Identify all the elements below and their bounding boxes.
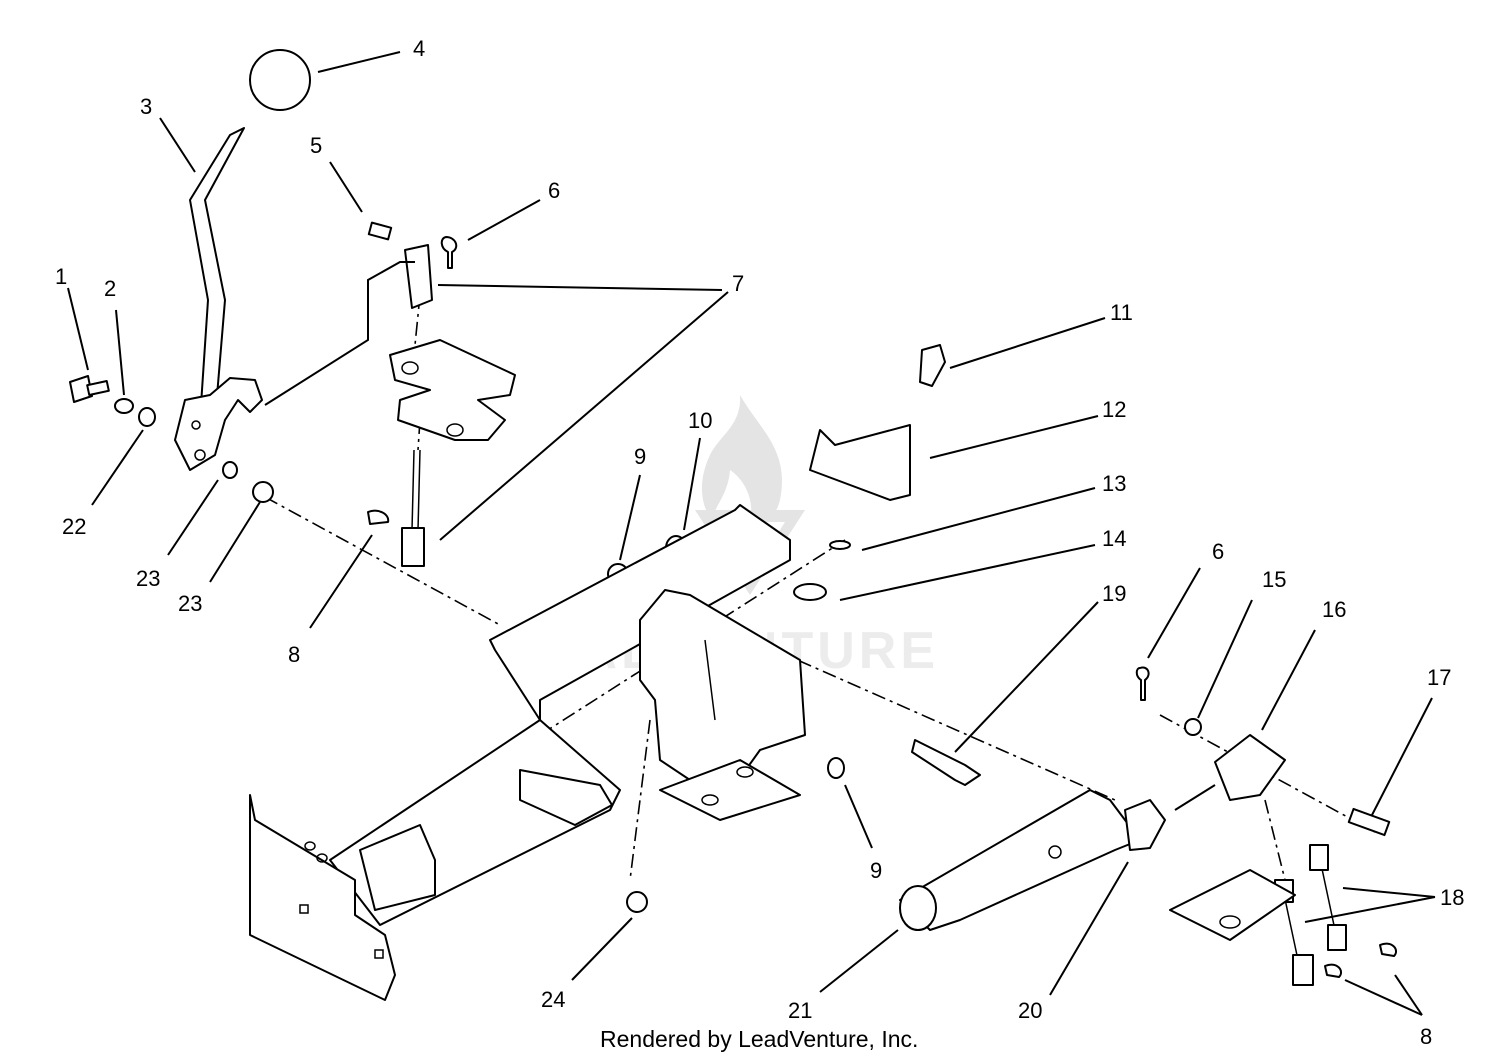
shift-gate-plate (389, 339, 516, 441)
callout-2: 2 (104, 276, 116, 301)
flame-logo-icon (701, 395, 782, 535)
callout-8-right: 8 (1420, 1024, 1432, 1049)
lift-handle (899, 789, 1141, 931)
rendered-by-credit: Rendered by LeadVenture, Inc. (600, 1026, 918, 1052)
cotter-pin-right (1135, 666, 1150, 701)
callout-23-lower: 23 (178, 591, 202, 616)
callout-21: 21 (788, 998, 812, 1023)
callout-13: 13 (1102, 471, 1126, 496)
linkage-rods (1169, 844, 1398, 986)
callout-10: 10 (688, 408, 712, 433)
callout-22: 24 (541, 987, 565, 1012)
clevis-pin (367, 221, 393, 241)
spring-washer (793, 583, 827, 601)
callout-20: 20 (1018, 998, 1042, 1023)
cotter-pin (440, 236, 458, 269)
callout-15: 15 (1262, 567, 1286, 592)
e-ring (367, 509, 390, 525)
frame-bracket (249, 504, 791, 1001)
shift-knob (249, 49, 311, 111)
washer-right (1184, 718, 1202, 736)
pin-right (1347, 807, 1391, 837)
callout-3: 3 (140, 94, 152, 119)
callout-6: 6 (548, 178, 560, 203)
shift-rod (401, 244, 433, 567)
spring-bracket (809, 424, 911, 501)
long-bolt (911, 739, 981, 786)
callout-8: 8 (288, 642, 300, 667)
hex-nut-lower (827, 757, 845, 779)
callout-1: 1 (55, 264, 67, 289)
callout-labels: 4 3 5 6 1 2 7 11 12 10 9 13 22 14 6 23 1… (55, 36, 1464, 1049)
flange-nut (626, 891, 648, 913)
pivot-hardware (69, 375, 274, 503)
flat-washer (829, 540, 851, 550)
callout-23: 22 (62, 514, 86, 539)
callout-6-right: 6 (1212, 539, 1224, 564)
link-bracket (1214, 734, 1286, 801)
mounting-bolt (919, 344, 946, 387)
callout-16: 16 (1322, 597, 1346, 622)
callout-19: 19 (1102, 581, 1126, 606)
callout-18: 18 (1440, 885, 1464, 910)
mounting-plate (639, 589, 806, 821)
callout-7: 7 (732, 271, 744, 296)
shift-lever (174, 127, 263, 471)
callout-14: 14 (1102, 526, 1126, 551)
callout-9-lower: 9 (870, 858, 882, 883)
callout-4: 4 (413, 36, 425, 61)
callout-5: 5 (310, 133, 322, 158)
callout-11: 11 (1110, 300, 1133, 325)
callout-9: 9 (634, 444, 646, 469)
callout-24: 23 (136, 566, 160, 591)
leader-lines (67, 51, 1436, 1016)
pivot-plate (1124, 799, 1166, 851)
callout-17: 17 (1427, 665, 1451, 690)
callout-12: 12 (1102, 397, 1126, 422)
